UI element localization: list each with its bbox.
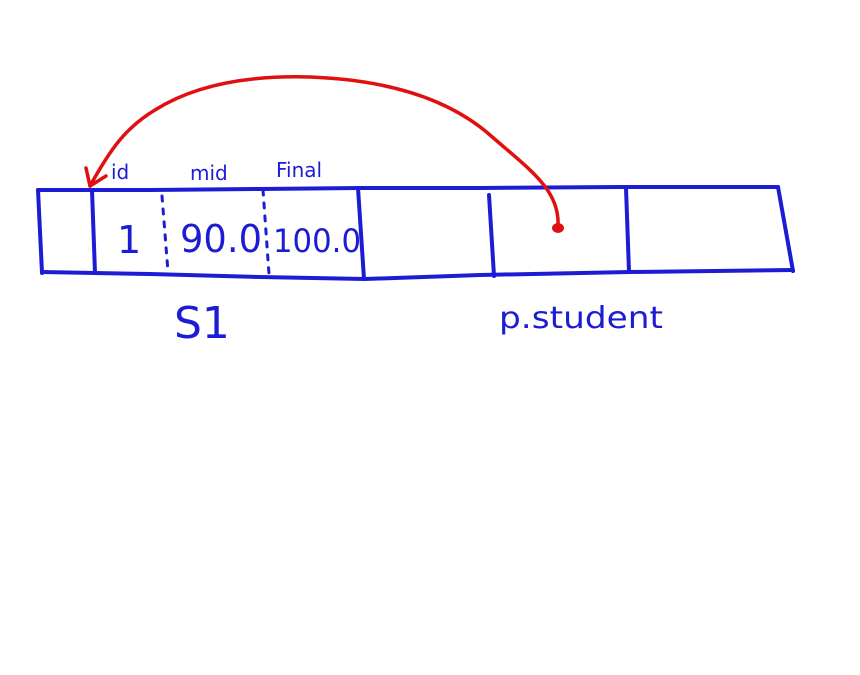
pointer-arrow-head bbox=[84, 166, 108, 188]
cell-divider-struct-start bbox=[90, 188, 97, 275]
memory-strip-bottom-edge bbox=[40, 268, 795, 281]
pointer-variable-label: p.student bbox=[499, 301, 663, 336]
cell-divider-pointer-start bbox=[487, 193, 496, 278]
pointer-origin-dot bbox=[552, 223, 564, 233]
cell-divider-struct-end bbox=[356, 186, 366, 281]
memory-strip-right-edge bbox=[776, 185, 795, 273]
pointer-arrow-curve bbox=[88, 75, 560, 228]
field-label-final: Final bbox=[276, 158, 322, 182]
field-separator-id-mid bbox=[160, 194, 170, 274]
field-value-final: 100.0 bbox=[273, 222, 361, 260]
pointer-arrow bbox=[84, 75, 560, 228]
field-label-mid: mid bbox=[190, 161, 228, 185]
field-value-id: 1 bbox=[117, 218, 141, 262]
struct-variable-label: S1 bbox=[174, 298, 230, 349]
field-label-id: id bbox=[111, 160, 129, 184]
cell-divider-pointer-end bbox=[624, 186, 631, 274]
field-value-mid: 90.0 bbox=[180, 217, 262, 261]
memory-strip bbox=[36, 185, 795, 281]
field-separators bbox=[160, 188, 271, 276]
memory-strip-left-edge bbox=[36, 188, 44, 275]
field-separator-mid-final bbox=[261, 188, 271, 276]
memory-strip-top-edge bbox=[36, 185, 780, 192]
